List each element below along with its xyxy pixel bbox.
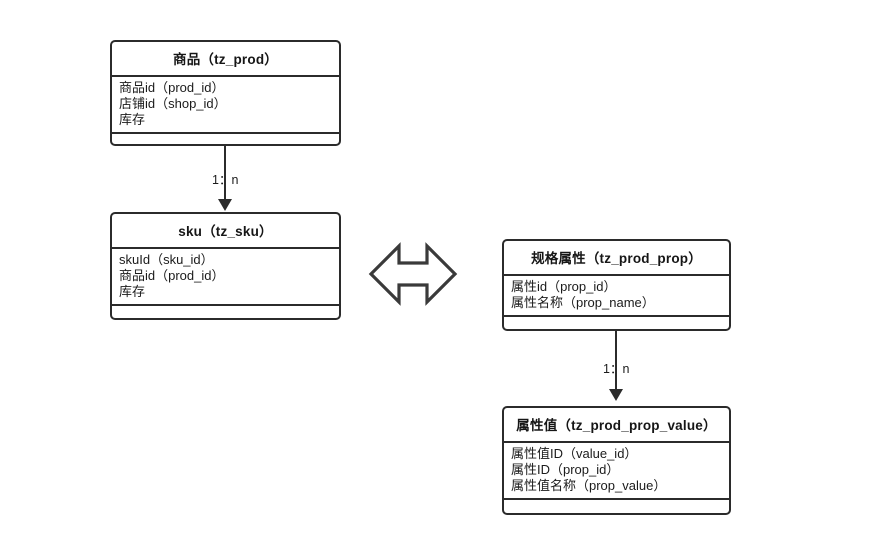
entity-header-sku: sku（tz_sku） xyxy=(112,214,339,249)
field-row: 库存 xyxy=(119,284,146,299)
entity-header-prod-prop-value: 属性值（tz_prod_prop_value） xyxy=(504,408,729,443)
connector-line xyxy=(224,146,226,199)
entity-footer-prod-prop xyxy=(504,317,729,329)
entity-fields-prod: 商品id（prod_id） 店铺id（shop_id） 库存 xyxy=(112,77,339,134)
field-row: 属性id（prop_id） xyxy=(511,279,617,294)
field-row: 店铺id（shop_id） xyxy=(119,96,227,111)
connector-label-cardinality: 1：n xyxy=(603,362,630,376)
field-row: 商品id（prod_id） xyxy=(119,268,225,283)
entity-fields-prod-prop-value: 属性值ID（value_id） 属性ID（prop_id） 属性值名称（prop… xyxy=(504,443,729,500)
entity-fields-prod-prop: 属性id（prop_id） 属性名称（prop_name） xyxy=(504,276,729,317)
entity-header-prod-prop: 规格属性（tz_prod_prop） xyxy=(504,241,729,276)
field-row: 商品id（prod_id） xyxy=(119,80,225,95)
entity-box-prod[interactable]: 商品（tz_prod） 商品id（prod_id） 店铺id（shop_id） … xyxy=(110,40,341,146)
field-row: 库存 xyxy=(119,112,146,127)
entity-box-prod-prop-value[interactable]: 属性值（tz_prod_prop_value） 属性值ID（value_id） … xyxy=(502,406,731,515)
entity-footer-prod xyxy=(112,134,339,144)
field-row: 属性名称（prop_name） xyxy=(511,295,655,310)
arrowhead-down-icon xyxy=(218,199,232,211)
field-row: 属性值ID（value_id） xyxy=(511,446,638,461)
entity-box-sku[interactable]: sku（tz_sku） skuId（sku_id） 商品id（prod_id） … xyxy=(110,212,341,320)
field-row: 属性ID（prop_id） xyxy=(511,462,620,477)
connector-label-cardinality: 1：n xyxy=(212,173,239,187)
connector-line xyxy=(615,331,617,389)
double-headed-arrow-icon xyxy=(368,236,458,312)
entity-fields-sku: skuId（sku_id） 商品id（prod_id） 库存 xyxy=(112,249,339,306)
entity-header-prod: 商品（tz_prod） xyxy=(112,42,339,77)
entity-box-prod-prop[interactable]: 规格属性（tz_prod_prop） 属性id（prop_id） 属性名称（pr… xyxy=(502,239,731,331)
entity-footer-prod-prop-value xyxy=(504,500,729,513)
field-row: 属性值名称（prop_value） xyxy=(511,478,667,493)
entity-footer-sku xyxy=(112,306,339,318)
arrowhead-down-icon xyxy=(609,389,623,401)
field-row: skuId（sku_id） xyxy=(119,252,214,267)
